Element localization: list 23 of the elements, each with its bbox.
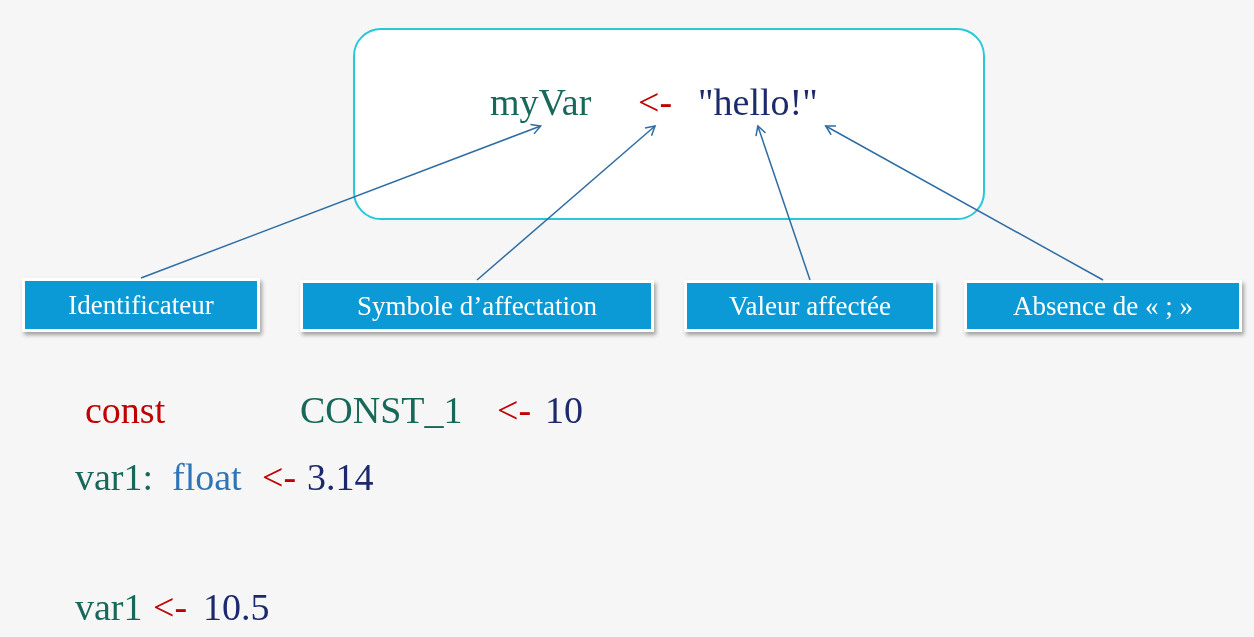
code-text: <- bbox=[153, 585, 188, 629]
leader-arrow bbox=[140, 123, 542, 279]
leader-arrow bbox=[476, 125, 656, 281]
code-text: <- bbox=[497, 388, 532, 432]
code-text: <- bbox=[262, 455, 297, 499]
code-text: 10 bbox=[545, 388, 583, 432]
assignment-symbol: <- bbox=[638, 80, 673, 124]
label-box: Symbole d’affectation bbox=[300, 280, 654, 332]
rounded-frame bbox=[353, 28, 985, 220]
code-text: float bbox=[172, 455, 242, 499]
label-box: Valeur affectée bbox=[684, 280, 936, 332]
code-text: var1: bbox=[75, 455, 154, 499]
code-text: 10.5 bbox=[203, 585, 270, 629]
leader-arrow bbox=[824, 125, 1104, 281]
code-text: var1 bbox=[75, 585, 143, 629]
code-text: const bbox=[85, 388, 166, 432]
code-text: 3.14 bbox=[307, 455, 374, 499]
identifier-text: myVar bbox=[490, 80, 592, 124]
code-text: CONST_1 bbox=[300, 388, 463, 432]
label-box: Absence de « ; » bbox=[964, 280, 1242, 332]
leader-arrow bbox=[755, 125, 811, 281]
label-box: Identificateur bbox=[22, 278, 260, 332]
value-text: "hello!" bbox=[698, 80, 818, 124]
